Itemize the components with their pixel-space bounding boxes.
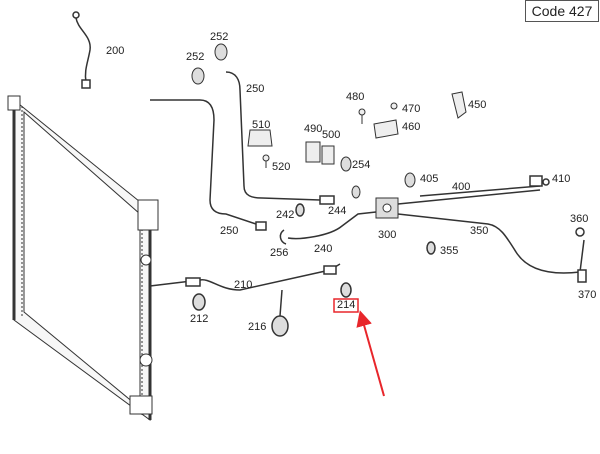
part-labels: 200 252 252 250 250 510 520 490 500 480 … (106, 31, 596, 333)
tube-200 (72, 11, 91, 89)
label-254: 254 (352, 159, 370, 171)
label-355: 355 (440, 245, 458, 257)
label-480: 480 (346, 91, 364, 103)
label-370: 370 (578, 289, 596, 301)
label-405: 405 (420, 173, 438, 185)
label-500: 500 (322, 129, 340, 141)
line-350 (397, 213, 587, 283)
expansion-valve-300 (351, 172, 416, 219)
label-510: 510 (252, 119, 270, 131)
label-520: 520 (272, 161, 290, 173)
label-244: 244 (328, 205, 346, 217)
label-250-bottom: 250 (220, 225, 238, 237)
code-label: Code 427 (525, 0, 599, 22)
label-210: 210 (234, 279, 252, 291)
valve-490-500 (305, 141, 352, 172)
label-252-left: 252 (186, 51, 204, 63)
mount-parts (358, 91, 467, 139)
label-350: 350 (470, 225, 488, 237)
label-470: 470 (402, 103, 420, 115)
line-210 (149, 263, 352, 337)
radiator-condenser (7, 95, 159, 421)
label-410: 410 (552, 173, 570, 185)
highlight-214 (333, 298, 385, 397)
label-250-top: 250 (246, 83, 264, 95)
label-212: 212 (190, 313, 208, 325)
label-242: 242 (276, 209, 294, 221)
label-300: 300 (378, 229, 396, 241)
seal-ring-252 (191, 43, 228, 85)
line-250 (150, 71, 335, 231)
label-400: 400 (452, 181, 470, 193)
label-216: 216 (248, 321, 266, 333)
label-200: 200 (106, 45, 124, 57)
bracket-510 (247, 129, 273, 168)
label-490: 490 (304, 123, 322, 135)
line-400 (397, 175, 550, 205)
highlight-arrow (356, 310, 385, 397)
label-214: 214 (337, 299, 355, 311)
label-240: 240 (314, 243, 332, 255)
label-256: 256 (270, 247, 288, 259)
label-450: 450 (468, 99, 486, 111)
line-240 (279, 203, 377, 245)
label-360: 360 (570, 213, 588, 225)
label-460: 460 (402, 121, 420, 133)
label-252-top: 252 (210, 31, 228, 43)
highlight-box (333, 298, 359, 313)
